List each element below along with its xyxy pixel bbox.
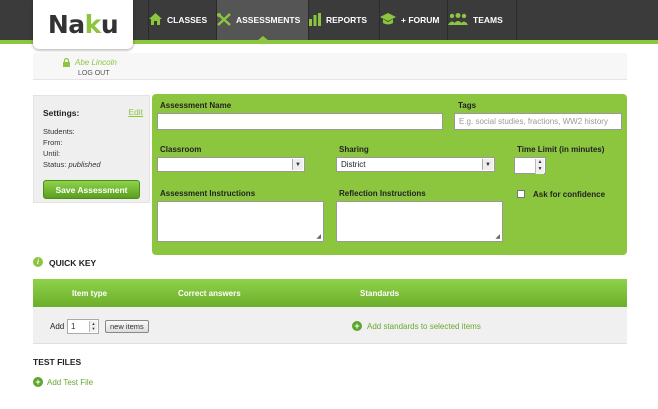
lock-icon — [63, 57, 70, 69]
settings-status: Status: published — [43, 160, 101, 169]
assessment-instructions-textarea[interactable]: ◢ — [157, 201, 324, 242]
logout-link[interactable]: LOG OUT — [78, 70, 110, 77]
time-limit-label: Time Limit (in minutes) — [517, 145, 605, 154]
reflection-instructions-textarea[interactable]: ◢ — [336, 201, 503, 242]
ask-confidence-label: Ask for confidence — [533, 190, 606, 199]
tab-reports[interactable]: Reports — [308, 0, 379, 40]
tab-classes[interactable]: Classes — [148, 0, 216, 40]
tab-forum[interactable]: + Forum — [379, 0, 447, 40]
assessment-instructions-label: Assessment Instructions — [160, 189, 256, 198]
sharing-label: Sharing — [339, 145, 369, 154]
tab-label: Assessments — [236, 15, 301, 25]
quick-key-header: Item type Correct answers Standards — [33, 279, 627, 307]
plus-circle-icon[interactable]: + — [33, 377, 43, 387]
classroom-select[interactable]: ▼ — [157, 157, 305, 172]
assessment-name-label: Assessment Name — [160, 101, 232, 110]
assessment-form: Assessment Name Tags E.g. social studies… — [152, 94, 627, 255]
sharing-value: District — [341, 160, 366, 169]
logo-text: Naku — [47, 10, 119, 39]
bar-chart-icon — [309, 12, 321, 28]
new-items-button[interactable]: new items — [105, 320, 149, 333]
tab-label: Classes — [167, 15, 208, 25]
resize-grip-icon[interactable]: ◢ — [495, 234, 500, 240]
tab-label: + Forum — [401, 15, 440, 25]
settings-from: From: — [43, 138, 63, 147]
time-limit-stepper[interactable]: ▲▼ — [535, 159, 544, 174]
add-count-input[interactable]: 1 ▲▼ — [67, 319, 99, 334]
status-value: published — [68, 160, 101, 169]
logo[interactable]: Naku — [33, 0, 133, 49]
tags-placeholder: E.g. social studies, fractions, WW2 hist… — [459, 117, 608, 126]
plus-circle-icon[interactable]: + — [352, 321, 362, 331]
assessment-name-input[interactable] — [157, 113, 443, 130]
settings-until: Until: — [43, 149, 61, 158]
settings-title: Settings: — [43, 108, 80, 118]
people-icon — [448, 13, 468, 27]
sharing-select[interactable]: District ▼ — [336, 157, 495, 172]
column-correct-answers: Correct answers — [178, 289, 241, 298]
tab-label: Reports — [326, 15, 368, 25]
settings-students: Students: — [43, 127, 75, 136]
column-standards: Standards — [360, 289, 400, 298]
info-icon: i — [33, 257, 43, 267]
chevron-down-icon: ▼ — [292, 159, 303, 170]
tools-icon — [217, 12, 231, 28]
reflection-instructions-label: Reflection Instructions — [339, 189, 426, 198]
chevron-down-icon: ▼ — [482, 159, 493, 170]
settings-edit-link[interactable]: Edit — [128, 107, 143, 117]
ask-confidence-checkbox[interactable] — [517, 190, 525, 198]
home-icon — [149, 13, 162, 27]
nav-accent-line — [0, 40, 658, 44]
quick-key-title: QUICK KEY — [49, 258, 97, 268]
quick-key-add-row: Add 1 ▲▼ new items + Add standards to se… — [33, 307, 627, 344]
tab-label: Teams — [473, 15, 503, 25]
classroom-label: Classroom — [160, 145, 202, 154]
tab-assessments[interactable]: Assessments — [216, 0, 308, 41]
add-test-file-link[interactable]: Add Test File — [47, 378, 94, 387]
test-files-title: TEST FILES — [33, 357, 82, 367]
column-item-type: Item type — [72, 289, 108, 298]
add-standards-link[interactable]: Add standards to selected items — [367, 322, 481, 331]
add-label: Add — [50, 322, 65, 331]
save-assessment-button[interactable]: Save Assessment — [43, 180, 140, 199]
user-bar: Abe Lincoln LOG OUT — [33, 53, 627, 80]
graduation-cap-icon — [380, 13, 396, 27]
add-count-stepper[interactable]: ▲▼ — [89, 321, 97, 332]
time-limit-input[interactable]: ▲▼ — [514, 157, 546, 174]
resize-grip-icon[interactable]: ◢ — [316, 234, 321, 240]
user-name[interactable]: Abe Lincoln — [75, 58, 117, 67]
tab-teams[interactable]: Teams — [447, 0, 517, 40]
tags-input[interactable]: E.g. social studies, fractions, WW2 hist… — [454, 113, 622, 130]
tags-label: Tags — [458, 101, 477, 110]
settings-panel: Settings: Edit Students: From: Until: St… — [33, 95, 150, 203]
